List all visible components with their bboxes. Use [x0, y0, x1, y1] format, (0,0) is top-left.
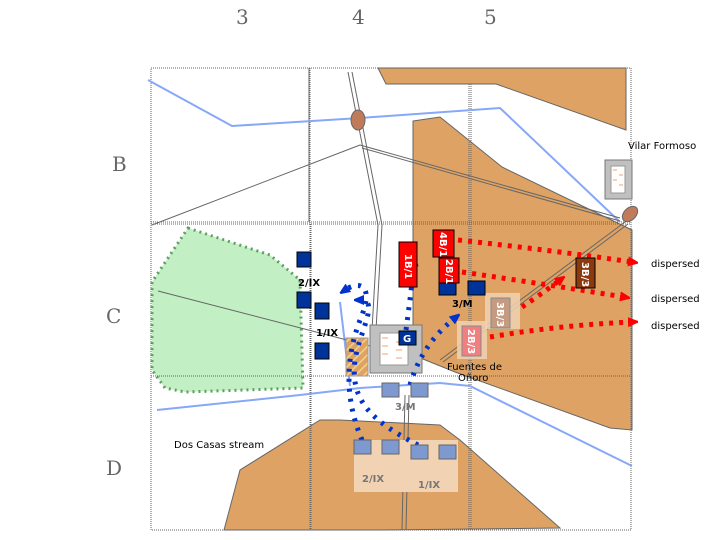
col-label-3: 3: [236, 5, 249, 29]
stream-dos-casas: [156, 381, 633, 467]
label-2ix-start: 2/IX: [362, 474, 384, 485]
unit-3b3-light[interactable]: [490, 297, 511, 329]
place-fuentes-line2: Oñoro: [458, 373, 488, 384]
row-label-b: B: [112, 152, 127, 176]
outcome-dispersed-3: dispersed: [651, 321, 700, 332]
unit-2ix-start-a[interactable]: [353, 439, 372, 455]
bridge-icon: [621, 205, 639, 223]
row-label-d: D: [106, 456, 122, 480]
hatched-field: [345, 337, 369, 377]
unit-3m-start-a[interactable]: [381, 382, 400, 398]
outcome-dispersed-1: dispersed: [651, 259, 700, 270]
unit-1b1[interactable]: [398, 241, 418, 288]
unit-1ix-start-b[interactable]: [438, 444, 457, 460]
label-3m-start: 3/M: [395, 402, 416, 413]
label-guard: G: [403, 334, 411, 345]
label-1ix: 1/IX: [316, 328, 338, 339]
retreat-arrow-2b3: [489, 322, 632, 340]
roads: [151, 71, 629, 531]
label-3b3-dark: 3B/3: [579, 262, 590, 287]
label-2b3: 2B/3: [465, 329, 476, 354]
label-1ix-start: 1/IX: [418, 480, 440, 491]
unit-guard[interactable]: [398, 330, 417, 346]
woods: [150, 226, 305, 394]
unit-2b1[interactable]: [438, 257, 460, 284]
label-2ix: 2/IX: [298, 278, 320, 289]
unit-2ix-b[interactable]: [296, 291, 312, 309]
unit-2b3[interactable]: [461, 325, 482, 357]
label-1b1: 1B/1: [402, 254, 413, 279]
unit-3b3-dark[interactable]: [575, 257, 596, 289]
outcome-dispersed-2: dispersed: [651, 294, 700, 305]
col-label-5: 5: [484, 5, 497, 29]
unit-1ix-a[interactable]: [314, 302, 330, 320]
unit-2ix-start-b[interactable]: [381, 439, 400, 455]
unit-1ix-b[interactable]: [314, 342, 330, 360]
place-vilar-formoso: Vilar Formoso: [628, 141, 696, 152]
retreat-arrow-3b3: [520, 280, 560, 310]
british-units: [398, 229, 596, 357]
place-fuentes-line1: Fuentes de: [447, 362, 502, 373]
row-label-c: C: [106, 304, 121, 328]
british-retreat-arrows: [457, 237, 632, 340]
col-label-4: 4: [352, 5, 365, 29]
unit-4b1[interactable]: [432, 229, 455, 258]
place-dos-casas-stream: Dos Casas stream: [174, 440, 264, 451]
unit-3m-b[interactable]: [467, 280, 486, 296]
french-units: [296, 251, 486, 460]
label-3b3-light: 3B/3: [494, 302, 505, 327]
label-3m: 3/M: [452, 299, 473, 310]
high-ground-north: [377, 67, 627, 131]
label-4b1: 4B/1: [437, 232, 448, 257]
town-vilar-formoso: [604, 159, 633, 200]
unit-3m-start-b[interactable]: [410, 382, 429, 398]
attack-arrow-2ix-left: [345, 283, 369, 441]
label-2b1: 2B/1: [443, 259, 454, 284]
retreat-arrow-4b1: [457, 237, 632, 262]
retreat-arrow-2b1: [461, 269, 624, 297]
attack-arrow-3m-up: [407, 318, 455, 386]
bridge-icon: [350, 109, 366, 131]
unit-2ix-a[interactable]: [296, 251, 312, 268]
unit-1ix-start-a[interactable]: [410, 444, 429, 460]
